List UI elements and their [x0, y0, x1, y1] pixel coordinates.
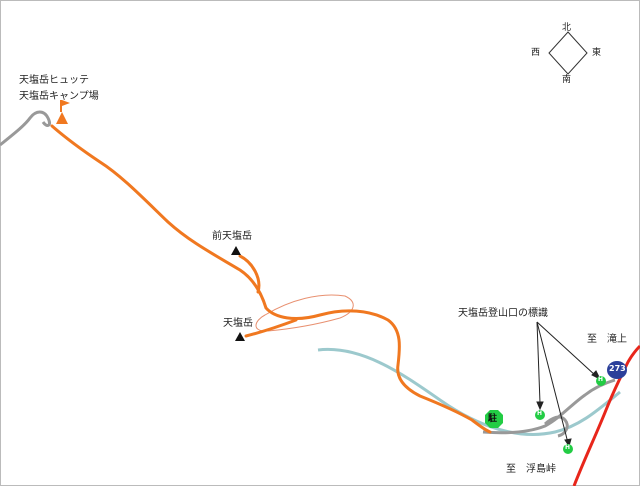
- trailhead-marker-2: [563, 444, 573, 454]
- camp-label: 天塩岳キャンプ場: [19, 91, 99, 102]
- hiking-trail: [50, 124, 492, 434]
- parking-icon: [485, 410, 503, 428]
- destination-ukishima: 至 浮島峠: [506, 464, 556, 475]
- destination-takinoue: 至 滝上: [587, 334, 627, 345]
- compass-east: 東: [592, 48, 602, 58]
- route-273-number: 273: [609, 364, 626, 373]
- forest-road-branch: [544, 415, 569, 438]
- trailhead-sign-label: 天塩岳登山口の標識: [458, 308, 548, 319]
- trailhead-marker-3: [596, 376, 606, 386]
- river: [317, 347, 621, 436]
- trailhead-marker-2-letter: H: [565, 444, 571, 451]
- peak-mae-icon: [231, 246, 241, 255]
- highway-273: [572, 344, 640, 486]
- trail-branch-mae: [238, 254, 261, 294]
- trailhead-marker-3-letter: H: [598, 376, 604, 383]
- trailhead-marker-1: [535, 410, 545, 420]
- trail-branch-main: [244, 318, 298, 338]
- peak-main-icon: [235, 332, 245, 341]
- trailhead-marker-1-letter: H: [537, 410, 543, 417]
- hut-label: 天塩岳ヒュッテ: [19, 75, 89, 86]
- compass-south: 南: [562, 75, 572, 85]
- compass-west: 西: [531, 48, 541, 58]
- compass-north: 北: [562, 23, 572, 33]
- compass-icon: [548, 31, 588, 75]
- parking-label: 駐: [488, 414, 498, 424]
- hut-labels: 天塩岳ヒュッテ 天塩岳キャンプ場: [19, 73, 99, 105]
- peak-main-label: 天塩岳: [223, 318, 253, 329]
- hut-flag-icon: [56, 100, 70, 124]
- forest-road-left: [0, 110, 51, 147]
- route-273-shield-icon: [607, 361, 627, 379]
- forest-road-right: [482, 378, 616, 435]
- faint-trail-loop: [255, 294, 354, 332]
- peak-mae-label: 前天塩岳: [212, 231, 252, 242]
